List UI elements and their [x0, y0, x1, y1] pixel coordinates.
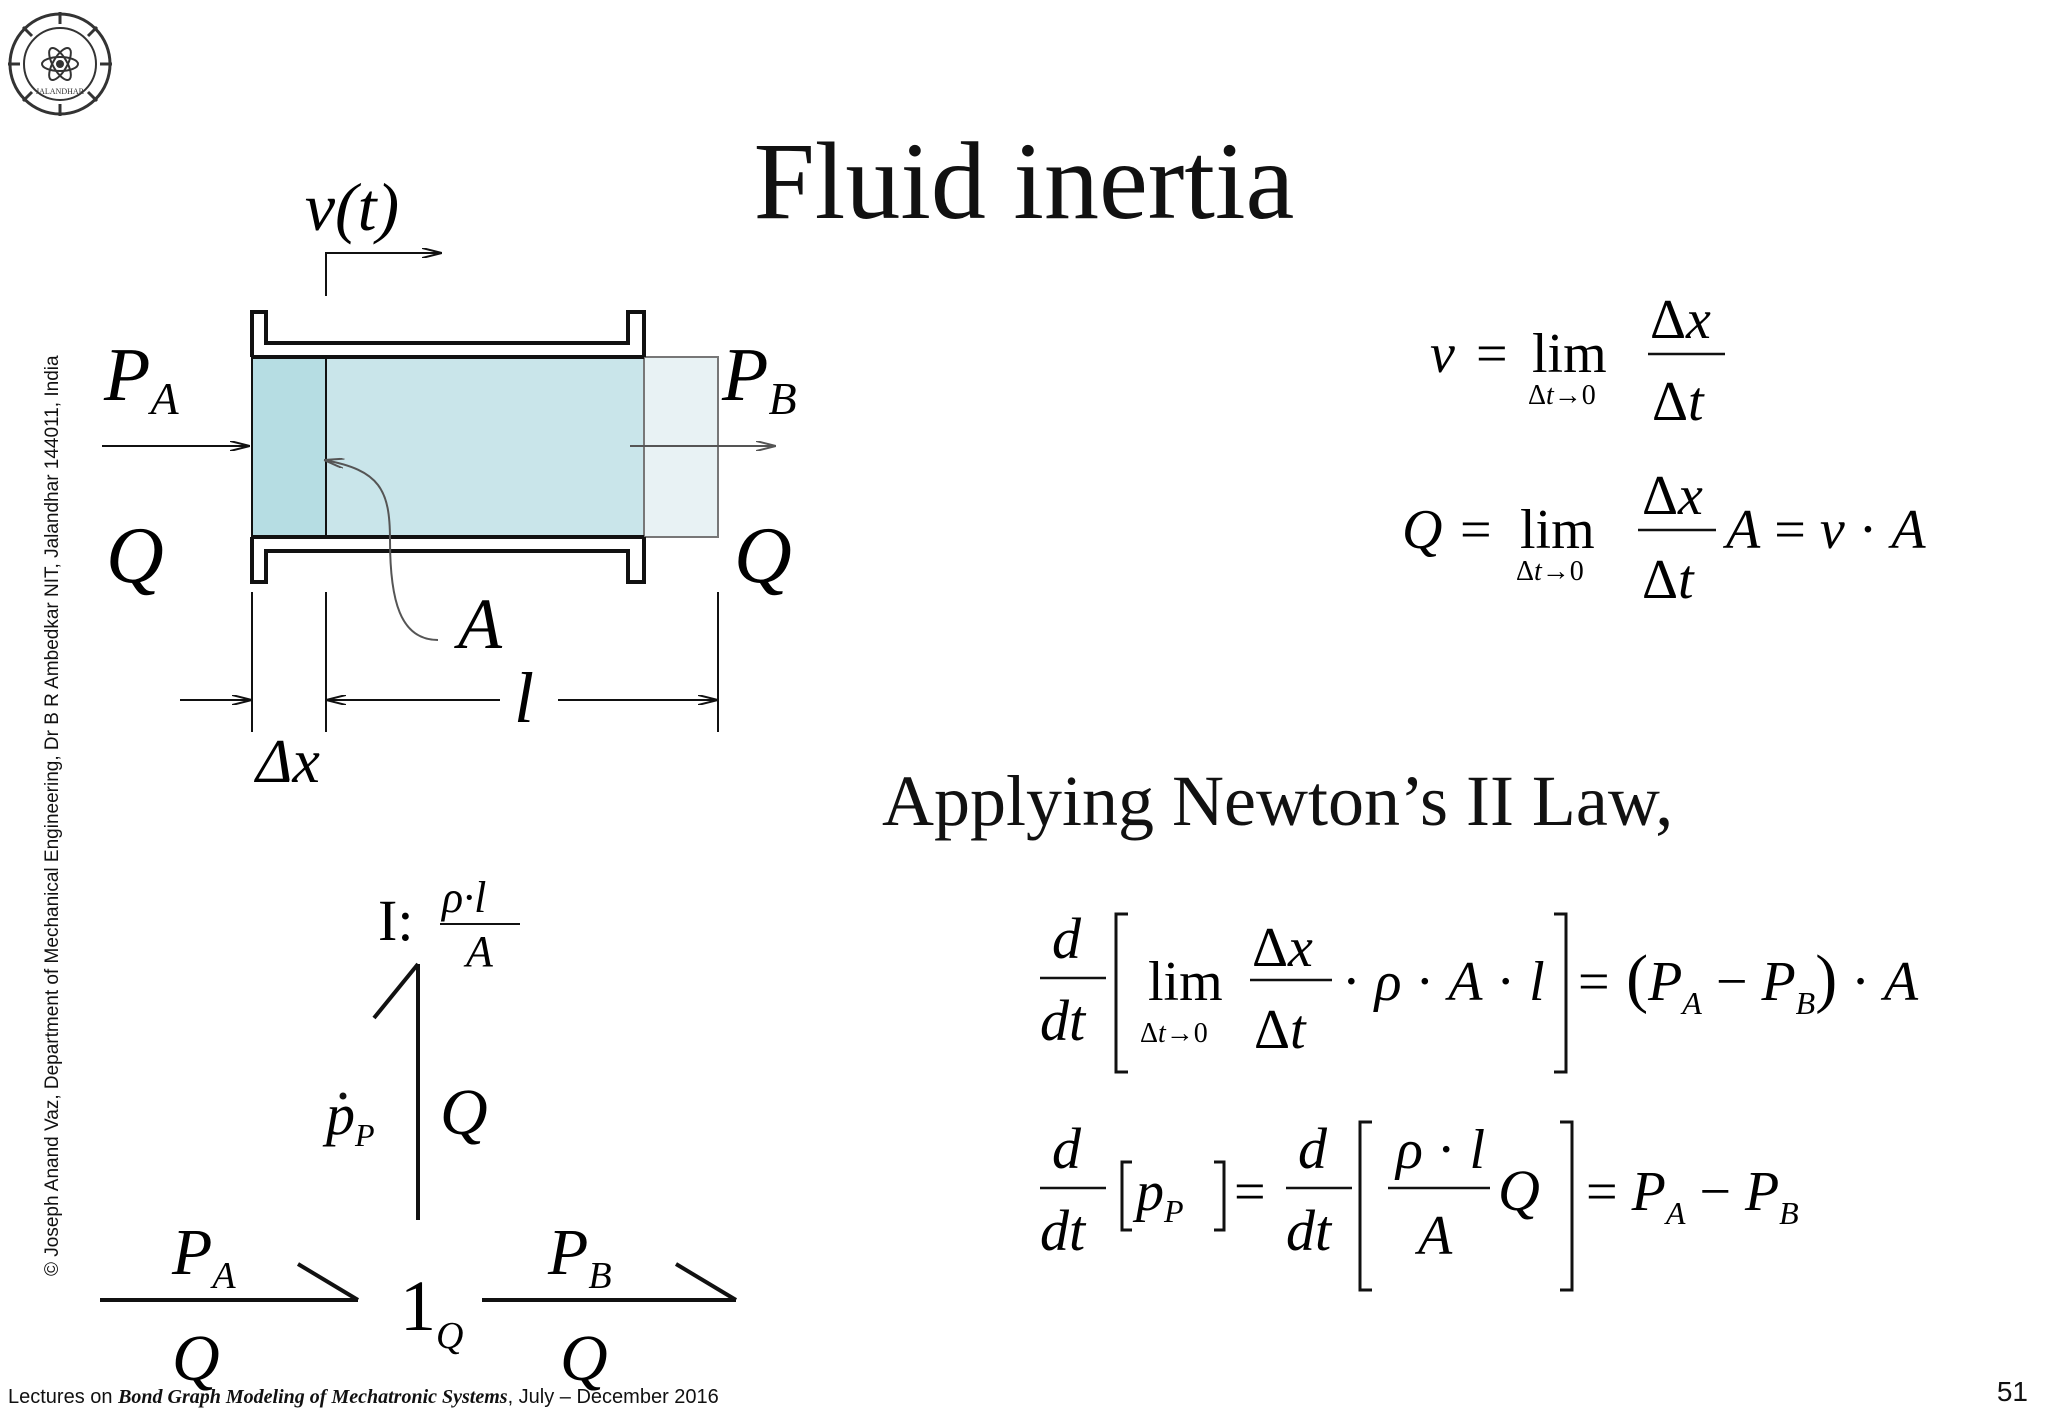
svg-text:= PA − PB: = PA − PB: [1586, 1161, 1799, 1231]
svg-text:A = v · A: A = v · A: [1722, 499, 1926, 561]
svg-text:=: =: [1460, 499, 1492, 561]
svg-text:Δt→0: Δt→0: [1516, 556, 1584, 587]
left-flow-label: Q: [172, 1322, 220, 1395]
svg-text:Δt: Δt: [1254, 999, 1307, 1061]
svg-text:Δt→0: Δt→0: [1140, 1018, 1208, 1049]
pipe-top-wall: [250, 310, 646, 357]
junction-sub: Q: [436, 1315, 463, 1357]
pressure-a-label: P: [103, 333, 150, 417]
velocity-label: v(t): [305, 169, 399, 245]
svg-text:lim: lim: [1520, 499, 1595, 561]
momentum-sub: P: [354, 1117, 375, 1153]
svg-text:PA: PA: [171, 1216, 236, 1297]
svg-text:A: A: [1414, 1205, 1453, 1267]
left-effort-label: P: [171, 1216, 212, 1289]
svg-text:Q: Q: [1498, 1158, 1540, 1223]
fluid-region-dx: [251, 356, 327, 538]
footer-course: Bond Graph Modeling of Mechatronic Syste…: [118, 1386, 508, 1408]
left-effort-sub: A: [209, 1255, 236, 1297]
svg-text:Δx: Δx: [1252, 917, 1313, 979]
svg-text:v: v: [1430, 323, 1455, 385]
vertical-bond-half-arrow: [372, 962, 420, 1020]
junction-label: 1: [400, 1266, 436, 1346]
svg-text:lim: lim: [1532, 323, 1607, 385]
momentum-equation-2: d dt pP = d dt ρ · l A Q = PA − PB: [1040, 1116, 1799, 1292]
svg-text:Δx: Δx: [1650, 289, 1711, 351]
area-label: A: [454, 584, 503, 664]
svg-text:Δt: Δt: [1642, 549, 1695, 611]
area-leader: [324, 460, 439, 641]
right-effort-sub: B: [588, 1255, 611, 1297]
pressure-a-sub: A: [147, 373, 179, 424]
svg-text:dt: dt: [1286, 1198, 1333, 1263]
length-label: l: [514, 658, 534, 738]
footer-suffix: , July – December 2016: [507, 1386, 719, 1408]
flow-right-label: Q: [734, 512, 792, 600]
logo-text: JALANDHAR: [36, 87, 85, 96]
page-number: 51: [1996, 1376, 2028, 1407]
pressure-b-label: P: [721, 333, 768, 417]
dx-label: Δx: [253, 728, 320, 796]
pipe-bottom-wall: [250, 537, 646, 584]
svg-text:= (PA − PB) · A: = (PA − PB) · A: [1578, 942, 1919, 1021]
footer-prefix: Lectures on: [8, 1386, 119, 1408]
svg-text:PB: PB: [721, 333, 797, 424]
institute-logo: JALANDHAR: [6, 10, 114, 118]
svg-text:ρ · l: ρ · l: [1394, 1119, 1485, 1181]
svg-text:· ρ · A · l: · ρ · A · l: [1342, 951, 1545, 1013]
inertia-denominator: A: [463, 927, 494, 976]
svg-text:d: d: [1298, 1116, 1328, 1181]
svg-text:Δx: Δx: [1642, 465, 1703, 527]
svg-text:dt: dt: [1040, 1198, 1087, 1263]
slide-title: Fluid inertia: [753, 120, 1295, 242]
footer: Lectures on Bond Graph Modeling of Mecha…: [8, 1386, 719, 1409]
svg-text:Δt→0: Δt→0: [1528, 380, 1596, 411]
svg-text:=: =: [1234, 1161, 1266, 1223]
pipe-diagram: v(t) PA PB Q Q A l Δx: [102, 169, 797, 796]
left-bond-half-arrow: [296, 1262, 360, 1302]
flow-equation: Q = lim Δt→0 Δx Δt A = v · A: [1402, 465, 1926, 611]
svg-text:d: d: [1052, 906, 1082, 971]
svg-text:Q: Q: [1402, 499, 1442, 561]
newton-equations: d dt lim Δt→0 Δx Δt · ρ · A · l = (PA − …: [1040, 906, 1919, 1292]
bond-graph: I: ρ·l A pP Q 1Q PA Q PB Q: [100, 873, 738, 1395]
svg-text:dt: dt: [1040, 988, 1087, 1053]
momentum-equation-1: d dt lim Δt→0 Δx Δt · ρ · A · l = (PA − …: [1040, 906, 1919, 1074]
svg-text:d: d: [1052, 1116, 1082, 1181]
velocity-flow-equations: v = lim Δt→0 Δx Δt Q = lim Δt→0 Δx Δt A …: [1402, 289, 1926, 611]
svg-text:PB: PB: [547, 1216, 612, 1297]
inertia-prefix: I:: [378, 888, 413, 953]
svg-text:1Q: 1Q: [400, 1266, 463, 1357]
newton-law-text: Applying Newton’s II Law,: [882, 761, 1674, 841]
svg-text:pP: pP: [1132, 1161, 1184, 1229]
flow-left-label: Q: [106, 512, 164, 600]
momentum-label: p: [322, 1082, 355, 1147]
right-effort-label: P: [547, 1216, 588, 1289]
svg-text:lim: lim: [1148, 951, 1223, 1013]
vertical-flow-label: Q: [440, 1076, 488, 1149]
svg-text:Δt: Δt: [1652, 371, 1705, 433]
right-bond-half-arrow: [674, 1262, 738, 1302]
svg-text:=: =: [1476, 323, 1508, 385]
pressure-b-sub: B: [768, 373, 796, 424]
right-flow-label: Q: [560, 1322, 608, 1395]
fluid-region: [326, 357, 644, 537]
inertia-numerator: ρ·l: [440, 873, 486, 922]
svg-text:PA: PA: [103, 333, 179, 424]
velocity-equation: v = lim Δt→0 Δx Δt: [1430, 289, 1725, 433]
velocity-arrow: [325, 253, 442, 296]
svg-text:pP: pP: [322, 1082, 375, 1153]
